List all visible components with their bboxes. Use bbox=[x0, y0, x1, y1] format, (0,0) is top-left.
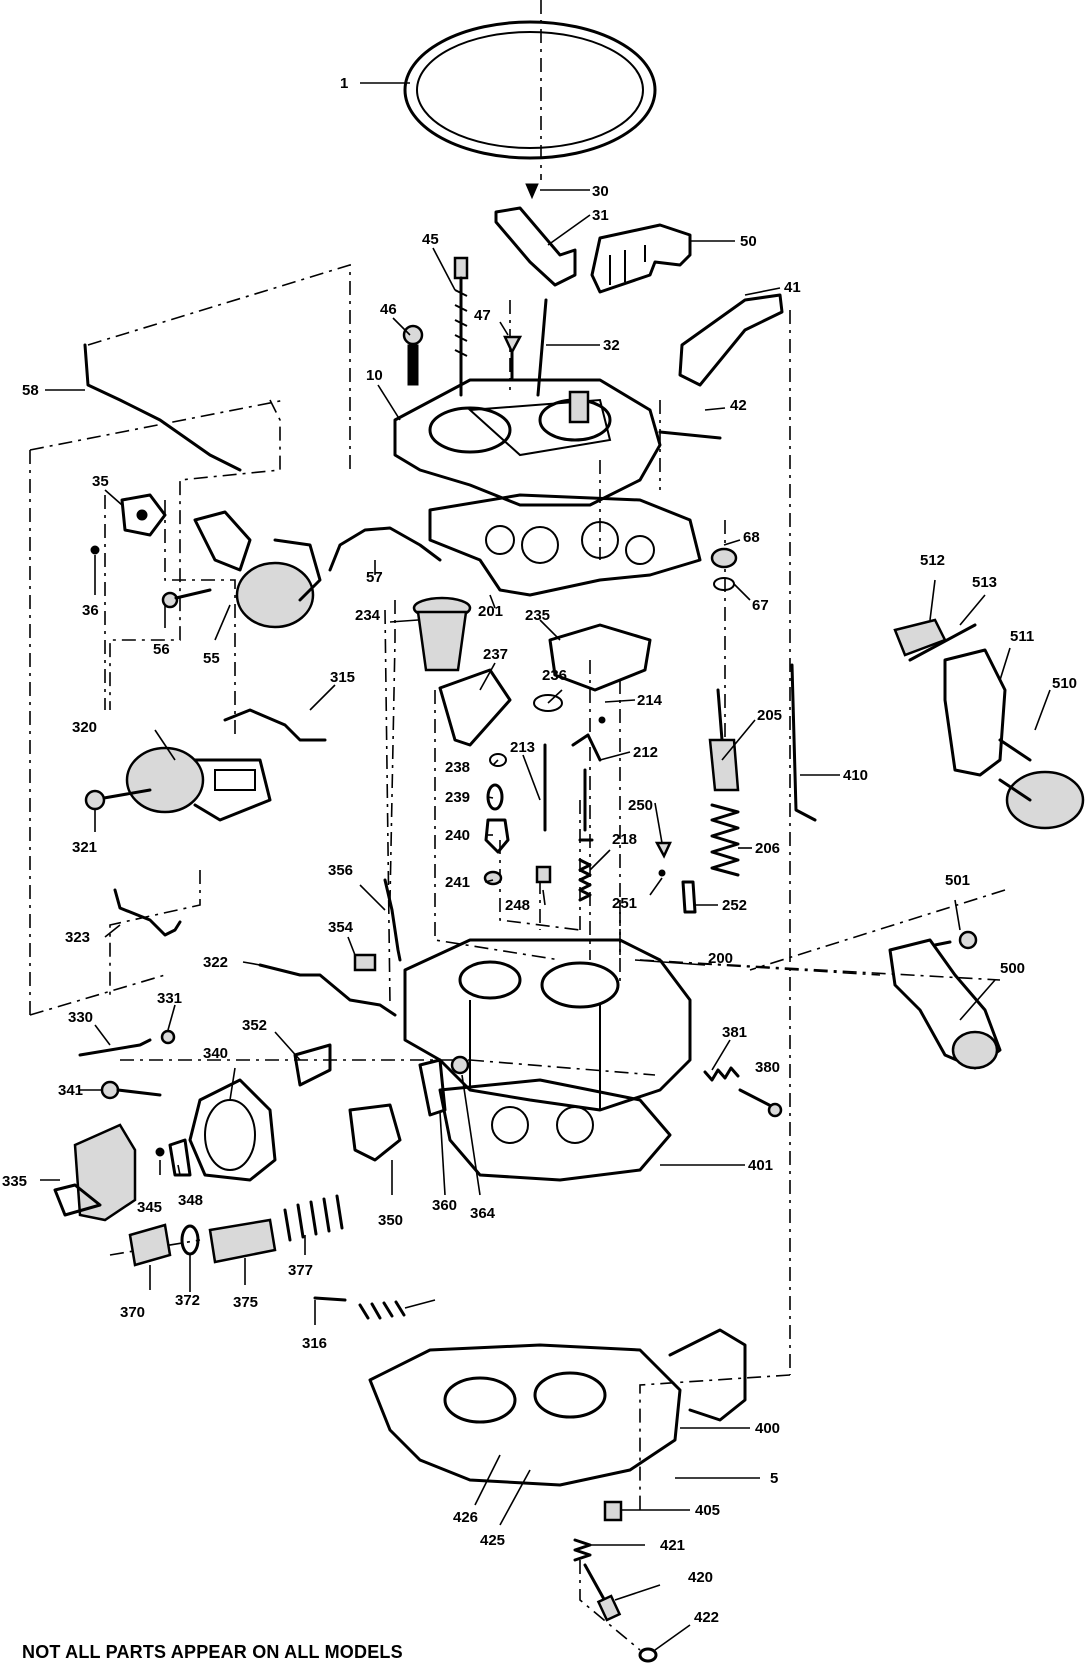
callout-501: 501 bbox=[945, 872, 970, 889]
callout-labels: 1 30 31 50 45 41 46 47 32 58 10 42 35 68… bbox=[2, 75, 1077, 1626]
callout-381: 381 bbox=[722, 1024, 747, 1041]
callout-205: 205 bbox=[757, 707, 782, 724]
callout-341: 341 bbox=[58, 1082, 83, 1099]
callout-45: 45 bbox=[422, 231, 439, 248]
callout-46: 46 bbox=[380, 301, 397, 318]
callout-356: 356 bbox=[328, 862, 353, 879]
callout-250: 250 bbox=[628, 797, 653, 814]
callout-400: 400 bbox=[755, 1420, 780, 1437]
callout-323: 323 bbox=[65, 929, 90, 946]
callout-1: 1 bbox=[340, 75, 348, 92]
callout-426: 426 bbox=[453, 1509, 478, 1526]
callout-320: 320 bbox=[72, 719, 97, 736]
callout-42: 42 bbox=[730, 397, 747, 414]
callout-237: 237 bbox=[483, 646, 508, 663]
callout-335: 335 bbox=[2, 1173, 27, 1190]
callout-236: 236 bbox=[542, 667, 567, 684]
callout-35: 35 bbox=[92, 473, 109, 490]
callout-10: 10 bbox=[366, 367, 383, 384]
callout-32: 32 bbox=[603, 337, 620, 354]
callout-377: 377 bbox=[288, 1262, 313, 1279]
part-drawings bbox=[53, 20, 1085, 1663]
callout-248: 248 bbox=[505, 897, 530, 914]
callout-372: 372 bbox=[175, 1292, 200, 1309]
callout-422: 422 bbox=[694, 1609, 719, 1626]
callout-513: 513 bbox=[972, 574, 997, 591]
callout-234: 234 bbox=[355, 607, 381, 624]
callout-200: 200 bbox=[708, 950, 733, 967]
callout-50: 50 bbox=[740, 233, 757, 250]
callout-36: 36 bbox=[82, 602, 99, 619]
callout-425: 425 bbox=[480, 1532, 505, 1549]
callout-321: 321 bbox=[72, 839, 97, 856]
footnote: NOT ALL PARTS APPEAR ON ALL MODELS bbox=[22, 1642, 403, 1662]
callout-500: 500 bbox=[1000, 960, 1025, 977]
callout-364: 364 bbox=[470, 1205, 496, 1222]
callout-41: 41 bbox=[784, 279, 801, 296]
callout-354: 354 bbox=[328, 919, 354, 936]
callout-251: 251 bbox=[612, 895, 637, 912]
callout-350: 350 bbox=[378, 1212, 403, 1229]
callout-238: 238 bbox=[445, 759, 470, 776]
callout-511: 511 bbox=[1010, 628, 1034, 645]
callout-512: 512 bbox=[920, 552, 945, 569]
callout-360: 360 bbox=[432, 1197, 457, 1214]
callout-315: 315 bbox=[330, 669, 355, 686]
callout-47: 47 bbox=[474, 307, 491, 324]
callout-68: 68 bbox=[743, 529, 760, 546]
callout-410: 410 bbox=[843, 767, 868, 784]
leader-lines bbox=[40, 82, 1051, 1651]
callout-420: 420 bbox=[688, 1569, 713, 1586]
callout-345: 345 bbox=[137, 1199, 162, 1216]
callout-56: 56 bbox=[153, 641, 170, 658]
callout-58: 58 bbox=[22, 382, 39, 399]
callout-5: 5 bbox=[770, 1470, 778, 1487]
callout-340: 340 bbox=[203, 1045, 228, 1062]
callout-30: 30 bbox=[592, 183, 609, 200]
callout-380: 380 bbox=[755, 1059, 780, 1076]
callout-206: 206 bbox=[755, 840, 780, 857]
callout-241: 241 bbox=[445, 874, 470, 891]
callout-240: 240 bbox=[445, 827, 470, 844]
callout-235: 235 bbox=[525, 607, 550, 624]
callout-401: 401 bbox=[748, 1157, 773, 1174]
callout-352: 352 bbox=[242, 1017, 267, 1034]
callout-421: 421 bbox=[660, 1537, 685, 1554]
callout-348: 348 bbox=[178, 1192, 203, 1209]
callout-322: 322 bbox=[203, 954, 228, 971]
callout-331: 331 bbox=[157, 990, 182, 1007]
callout-218: 218 bbox=[612, 831, 637, 848]
callout-510: 510 bbox=[1052, 675, 1077, 692]
callout-213: 213 bbox=[510, 739, 535, 756]
callout-55: 55 bbox=[203, 650, 220, 667]
callout-57: 57 bbox=[366, 569, 383, 586]
callout-316: 316 bbox=[302, 1335, 327, 1352]
callout-67: 67 bbox=[752, 597, 769, 614]
callout-252: 252 bbox=[722, 897, 747, 914]
callout-405: 405 bbox=[695, 1502, 720, 1519]
callout-214: 214 bbox=[637, 692, 663, 709]
callout-239: 239 bbox=[445, 789, 470, 806]
callout-201: 201 bbox=[478, 603, 503, 620]
callout-370: 370 bbox=[120, 1304, 145, 1321]
callout-375: 375 bbox=[233, 1294, 258, 1311]
callout-330: 330 bbox=[68, 1009, 93, 1026]
callout-212: 212 bbox=[633, 744, 658, 761]
callout-31: 31 bbox=[592, 207, 609, 224]
